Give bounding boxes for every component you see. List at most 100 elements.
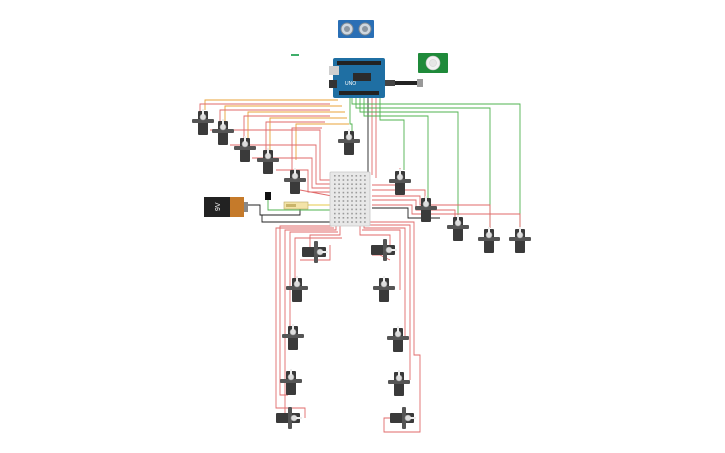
breadboard-hole xyxy=(364,187,366,190)
breadboard-hole xyxy=(334,221,336,223)
breadboard-hole xyxy=(359,175,362,177)
wire-power xyxy=(368,224,411,380)
breadboard-hole xyxy=(338,204,340,206)
servo-motor-icon[interactable] xyxy=(275,406,303,430)
breadboard-hole xyxy=(351,217,353,219)
breadboard-hole xyxy=(346,217,349,219)
breadboard-hole xyxy=(364,175,366,177)
servo-motor-icon[interactable] xyxy=(388,168,412,196)
breadboard-hole xyxy=(346,212,349,215)
wire-signal xyxy=(355,98,491,228)
breadboard-hole xyxy=(334,196,336,198)
voltage-regulator[interactable] xyxy=(283,201,309,210)
breadboard-hole xyxy=(342,196,345,198)
breadboard-hole xyxy=(364,200,366,202)
battery-clip xyxy=(265,192,271,200)
wire-power xyxy=(279,225,332,396)
servo-motor-icon[interactable] xyxy=(477,226,501,254)
breadboard-hole xyxy=(342,221,345,223)
breadboard-hole xyxy=(364,196,366,198)
wire-power xyxy=(252,157,332,189)
wire-power xyxy=(300,245,331,261)
breadboard-hole xyxy=(359,204,362,206)
wire-power xyxy=(265,121,325,154)
wire-power xyxy=(219,109,330,124)
breadboard-hole xyxy=(355,183,358,185)
breadboard-hole xyxy=(359,196,362,198)
battery-icon[interactable]: 9V xyxy=(204,197,248,217)
wire-signal xyxy=(247,111,345,140)
breadboard-hole xyxy=(346,191,349,194)
servo-motor-icon[interactable] xyxy=(191,108,215,136)
breadboard-hole xyxy=(364,183,366,185)
breadboard-hole xyxy=(355,179,358,181)
breadboard-hole xyxy=(342,204,345,206)
breadboard-hole xyxy=(338,212,340,215)
arduino-uno-board[interactable]: UNO xyxy=(329,58,385,98)
servo-motor-icon[interactable] xyxy=(211,118,235,146)
servo-motor-icon[interactable] xyxy=(285,275,309,303)
breadboard-hole xyxy=(364,179,366,181)
breadboard-hole xyxy=(342,191,345,194)
ultrasonic-sensor-icon[interactable] xyxy=(338,20,374,38)
breadboard-hole xyxy=(355,175,358,177)
breadboard-hole xyxy=(364,208,366,211)
wire-power xyxy=(289,231,338,330)
breadboard-hole xyxy=(364,212,366,215)
breadboard-hole xyxy=(334,212,336,215)
breadboard-hole xyxy=(338,208,340,211)
wire-signal xyxy=(295,123,349,160)
wire-power xyxy=(299,189,333,197)
wire-signal xyxy=(351,98,521,228)
servo-motor-icon[interactable] xyxy=(446,214,470,242)
breadboard-hole xyxy=(359,187,362,190)
breadboard-hole xyxy=(338,221,340,223)
wire-signal xyxy=(363,98,429,198)
led-indicator xyxy=(291,54,299,56)
wire-power xyxy=(362,229,401,290)
breadboard[interactable] xyxy=(329,171,371,227)
breadboard-hole xyxy=(342,217,345,219)
wire-power xyxy=(294,237,342,280)
breadboard-hole xyxy=(334,200,336,202)
servo-motor-icon[interactable] xyxy=(256,147,280,175)
breadboard-hole xyxy=(342,187,345,190)
breadboard-hole xyxy=(355,221,358,223)
wire-power xyxy=(210,129,332,181)
servo-motor-icon[interactable] xyxy=(508,226,532,254)
wire-power xyxy=(199,103,330,112)
servo-motor-icon[interactable] xyxy=(389,406,417,430)
servo-motor-icon[interactable] xyxy=(372,275,396,303)
wire-power xyxy=(366,221,421,433)
breadboard-hole xyxy=(359,200,362,202)
breadboard-hole xyxy=(346,175,349,177)
breadboard-hole xyxy=(342,175,345,177)
servo-motor-icon[interactable] xyxy=(337,128,361,156)
breadboard-hole xyxy=(346,208,349,211)
breadboard-hole xyxy=(355,212,358,215)
servo-group xyxy=(191,108,532,430)
servo-motor-icon[interactable] xyxy=(279,368,303,396)
breadboard-hole xyxy=(338,191,340,194)
breadboard-hole xyxy=(359,208,362,211)
breadboard-hole xyxy=(355,204,358,206)
wire-power xyxy=(230,144,332,185)
breadboard-hole xyxy=(334,208,336,211)
breadboard-hole xyxy=(338,179,340,181)
wire-signal xyxy=(379,98,405,170)
wire-battery xyxy=(261,215,332,223)
wire-power xyxy=(372,199,456,218)
breadboard-hole xyxy=(359,183,362,185)
breadboard-hole xyxy=(334,217,336,219)
servo-motor-icon[interactable] xyxy=(370,238,398,262)
pir-sensor-icon[interactable] xyxy=(418,53,448,73)
wire-power xyxy=(372,254,391,261)
wire-group xyxy=(199,98,521,433)
breadboard-hole xyxy=(338,196,340,198)
servo-motor-icon[interactable] xyxy=(387,369,411,397)
servo-motor-icon[interactable] xyxy=(386,325,410,353)
breadboard-hole xyxy=(346,196,349,198)
breadboard-hole xyxy=(359,191,362,194)
breadboard-hole xyxy=(359,179,362,181)
